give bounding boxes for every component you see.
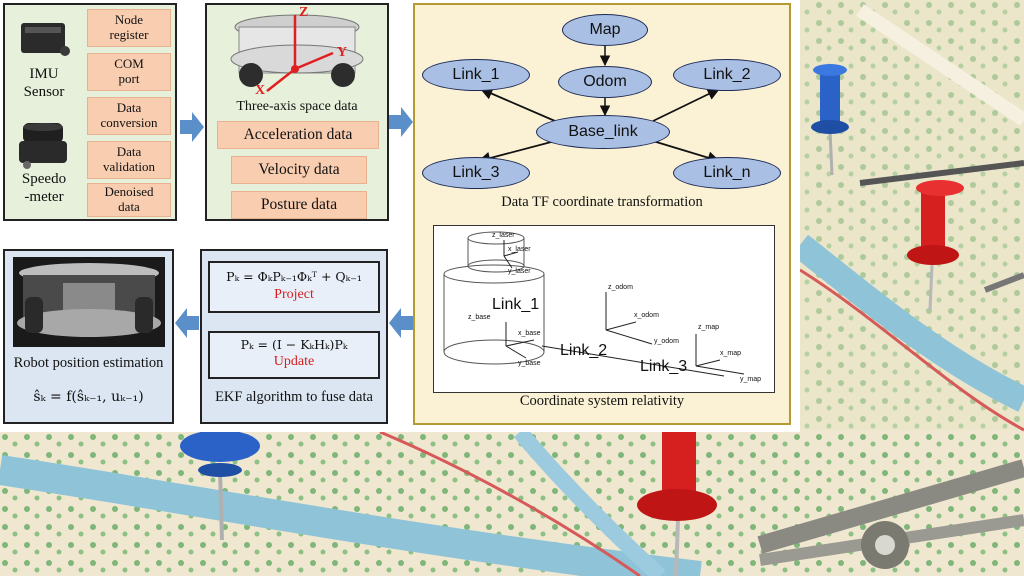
z-base-label: z_base [468, 314, 491, 321]
project-formula-box: Pₖ = ΦₖPₖ₋₁Φₖᵀ + Qₖ₋₁ Project [208, 261, 380, 313]
y-laser-label: y_laser [508, 268, 531, 275]
imu-sensor-icon [21, 23, 70, 56]
posture-data-box: Posture data [231, 191, 367, 219]
coord-link-2: Link_2 [560, 342, 608, 359]
arrow-left-icon-2 [175, 308, 199, 338]
acceleration-data-box: Acceleration data [217, 121, 379, 149]
axis-y-label: Y [337, 45, 348, 60]
coord-link-3: Link_3 [640, 358, 688, 375]
node-base-link: Base_link [536, 115, 670, 149]
node-link-2: Link_2 [673, 59, 781, 91]
z-map-label: z_map [698, 324, 720, 331]
y-odom-label: y_odom [654, 338, 679, 345]
node-map: Map [562, 14, 648, 46]
node-odom: Odom [558, 66, 652, 98]
coord-link-1: Link_1 [492, 296, 540, 313]
node-link-3: Link_3 [422, 157, 530, 189]
coordinate-system-drawing [443, 231, 745, 377]
x-laser-label: x_laser [508, 246, 531, 253]
robot-formula: ŝₖ = f(ŝₖ₋₁, uₖ₋₁) [33, 389, 144, 405]
axis-z-label: Z [299, 5, 309, 20]
x-map-label: x_map [720, 350, 742, 357]
project-label: Project [274, 287, 314, 302]
update-label: Update [273, 354, 315, 369]
speedometer-label: Speedo-meter [21, 171, 67, 205]
node-link-1: Link_1 [422, 59, 530, 91]
z-laser-label: z_laser [492, 232, 515, 239]
tf-caption: Data TF coordinate transformation [501, 194, 703, 210]
ekf-caption: EKF algorithm to fuse data [215, 389, 373, 405]
arrow-left-icon [389, 308, 413, 338]
node-link-n: Link_n [673, 157, 781, 189]
y-base-label: y_base [518, 360, 541, 367]
y-map-label: y_map [740, 376, 762, 383]
coordinate-system-figure: z_laser x_laser y_laser Link_1 z_base x_… [433, 225, 775, 393]
speedometer-icon [19, 123, 67, 169]
tf-panel: Map Odom Base_link Link_1 Link_2 Link_3 … [413, 3, 791, 425]
z-odom-label: z_odom [608, 284, 633, 291]
update-formula: Pₖ = (I − KₖHₖ)Pₖ [240, 337, 348, 352]
robot-image [13, 257, 165, 347]
arrow-right-icon-2 [389, 107, 413, 137]
robot-caption: Robot position estimation [13, 355, 164, 371]
project-formula: Pₖ = ΦₖPₖ₋₁Φₖᵀ + Qₖ₋₁ [226, 269, 362, 284]
blue-pushpin-icon [811, 64, 849, 176]
arrow-right-icon [180, 112, 204, 142]
velocity-data-box: Velocity data [231, 156, 367, 184]
coordinate-caption: Coordinate system relativity [519, 393, 685, 409]
robot-panel: Robot position estimation ŝₖ = f(ŝₖ₋₁, u… [3, 249, 174, 424]
space-data-panel: Z Y X Three-axis space data Acceleration… [205, 3, 389, 221]
x-odom-label: x_odom [634, 312, 659, 319]
x-base-label: x_base [518, 330, 541, 337]
red-pushpin-bottom-icon [637, 432, 717, 576]
ekf-panel: Pₖ = ΦₖPₖ₋₁Φₖᵀ + Qₖ₋₁ Project Pₖ = (I − … [200, 249, 388, 424]
update-formula-box: Pₖ = (I − KₖHₖ)Pₖ Update [208, 331, 380, 379]
space-data-caption: Three-axis space data [236, 99, 358, 114]
axis-x-label: X [255, 83, 266, 98]
blue-pushpin-bottom-icon [180, 430, 260, 541]
compass-icon [757, 459, 1024, 569]
robot-axes-image [230, 14, 364, 92]
red-pushpin-icon [907, 180, 964, 311]
